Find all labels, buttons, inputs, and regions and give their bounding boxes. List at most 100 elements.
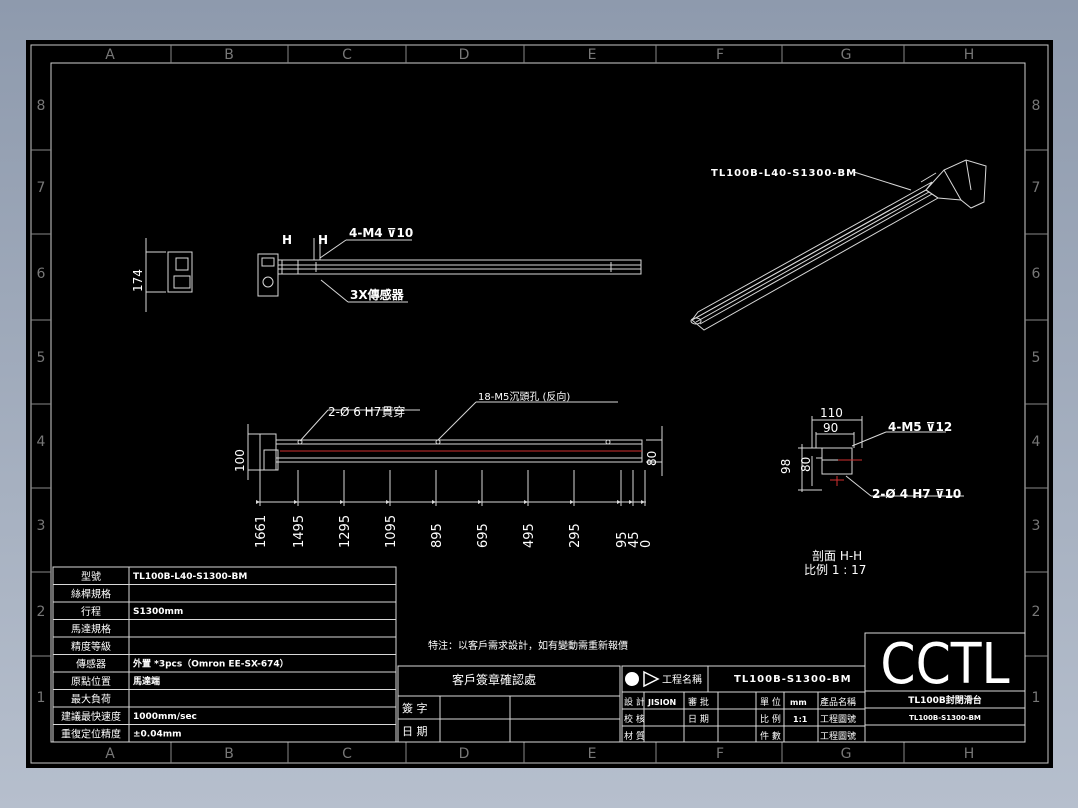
spec-label: 馬達規格 bbox=[71, 623, 111, 636]
date-label: 日 期 bbox=[688, 714, 709, 725]
section-pin-callout: 2-Ø 4 H7 ⊽10 bbox=[872, 487, 961, 501]
row-label: 1 bbox=[37, 690, 46, 706]
product-name-label: 產品名稱 bbox=[820, 696, 856, 708]
dim-arrow bbox=[340, 500, 344, 504]
section-width-90: 90 bbox=[823, 421, 838, 435]
dim-arrow bbox=[478, 500, 482, 504]
row-label: 3 bbox=[1032, 518, 1041, 534]
dim-arrow bbox=[432, 500, 436, 504]
column-label: B bbox=[224, 746, 234, 762]
dim-label: 1095 bbox=[384, 515, 399, 548]
column-label: H bbox=[964, 47, 975, 63]
approval-title: 客戶簽章確認處 bbox=[452, 672, 536, 687]
dim-arrow bbox=[294, 500, 298, 504]
column-label: C bbox=[342, 746, 352, 762]
dim-label: 1495 bbox=[292, 515, 307, 548]
check-label: 校 核 bbox=[624, 713, 645, 725]
row-label: 2 bbox=[37, 604, 46, 620]
column-label: F bbox=[716, 47, 724, 63]
spec-value: ±0.04mm bbox=[133, 730, 182, 740]
column-label: G bbox=[841, 746, 852, 762]
front-height-right-dim: 80 bbox=[645, 451, 659, 466]
column-label: E bbox=[588, 47, 597, 63]
mounting-hole bbox=[435, 439, 441, 445]
dim-label: 0 bbox=[639, 540, 654, 548]
counterbore-callout: 18-M5沉頭孔 (反向) bbox=[478, 390, 570, 403]
end-view bbox=[145, 238, 193, 312]
column-label: H bbox=[964, 746, 975, 762]
spec-value: 1000mm/sec bbox=[133, 712, 197, 722]
row-label: 6 bbox=[1032, 266, 1041, 282]
mounting-hole bbox=[605, 439, 611, 445]
spec-value: 外置 *3pcs（Omron EE-SX-674） bbox=[132, 658, 289, 670]
spec-label: 精度等級 bbox=[71, 640, 111, 653]
spec-label: 原點位置 bbox=[71, 675, 111, 688]
dim-label: 45 bbox=[627, 531, 642, 548]
column-label: E bbox=[588, 746, 597, 762]
column-label: A bbox=[105, 47, 115, 63]
iso-part-callout: TL100B-L40-S1300-BM bbox=[711, 168, 857, 179]
scale-label: 比 例 bbox=[760, 713, 781, 725]
project-name-label: 工程名稱 bbox=[662, 673, 702, 686]
end-height-dim: 174 bbox=[131, 269, 145, 292]
dim-label: 1295 bbox=[338, 515, 353, 548]
spec-label: 傳感器 bbox=[76, 658, 106, 671]
dim-label: 95 bbox=[615, 531, 630, 548]
row-label: 7 bbox=[1032, 180, 1041, 196]
spec-value: S1300mm bbox=[133, 607, 183, 617]
dim-arrow bbox=[641, 500, 645, 504]
row-label: 4 bbox=[37, 434, 46, 450]
design-label: 設 計 bbox=[624, 696, 645, 708]
drawing-number: TL100B-S1300-BM bbox=[734, 674, 852, 685]
dim-label: 1661 bbox=[254, 515, 269, 548]
row-label: 8 bbox=[37, 98, 46, 114]
unit-label: 單 位 bbox=[760, 696, 781, 708]
dim-arrow bbox=[256, 500, 260, 504]
dim-arrow bbox=[617, 500, 621, 504]
spec-label: 最大負荷 bbox=[71, 693, 111, 706]
row-label: 5 bbox=[1032, 350, 1041, 366]
dim-label: 895 bbox=[430, 523, 445, 548]
row-label: 4 bbox=[1032, 434, 1041, 450]
section-name: 剖面 H-H bbox=[812, 549, 862, 563]
row-label: 7 bbox=[37, 180, 46, 196]
section-width-110: 110 bbox=[820, 406, 843, 420]
row-label: 5 bbox=[37, 350, 46, 366]
row-label: 2 bbox=[1032, 604, 1041, 620]
column-label: G bbox=[841, 47, 852, 63]
dim-label: 495 bbox=[522, 523, 537, 548]
side-view bbox=[257, 238, 642, 303]
dim-arrow bbox=[570, 500, 574, 504]
title-block bbox=[621, 632, 1026, 743]
section-view bbox=[798, 416, 964, 497]
drawing-no-label-2: 工程圖號 bbox=[820, 730, 856, 742]
dim-label: 295 bbox=[568, 523, 583, 548]
section-height-98: 98 bbox=[779, 459, 793, 474]
qty-label: 件 數 bbox=[760, 730, 781, 742]
approval-date-label: 日 期 bbox=[402, 725, 428, 738]
material-label: 材 質 bbox=[624, 730, 645, 742]
front-view bbox=[247, 401, 663, 503]
spec-label: 型號 bbox=[81, 570, 101, 583]
unit-value: mm bbox=[790, 698, 807, 707]
approval-sign-label: 簽 字 bbox=[402, 701, 428, 715]
spec-label: 行程 bbox=[81, 605, 101, 618]
mounting-hole bbox=[297, 439, 303, 445]
column-label: D bbox=[459, 47, 470, 63]
row-label: 3 bbox=[37, 518, 46, 534]
row-label: 6 bbox=[37, 266, 46, 282]
product-code: TL100B-S1300-BM bbox=[909, 714, 981, 722]
row-labels-left: 8 7 6 5 4 3 2 1 bbox=[37, 98, 46, 706]
approval-box bbox=[397, 665, 621, 743]
h-mark-right: H bbox=[318, 233, 328, 247]
iso-view bbox=[690, 159, 987, 331]
dim-label: 695 bbox=[476, 523, 491, 548]
dim-arrow bbox=[386, 500, 390, 504]
spec-label: 重復定位精度 bbox=[61, 728, 121, 741]
